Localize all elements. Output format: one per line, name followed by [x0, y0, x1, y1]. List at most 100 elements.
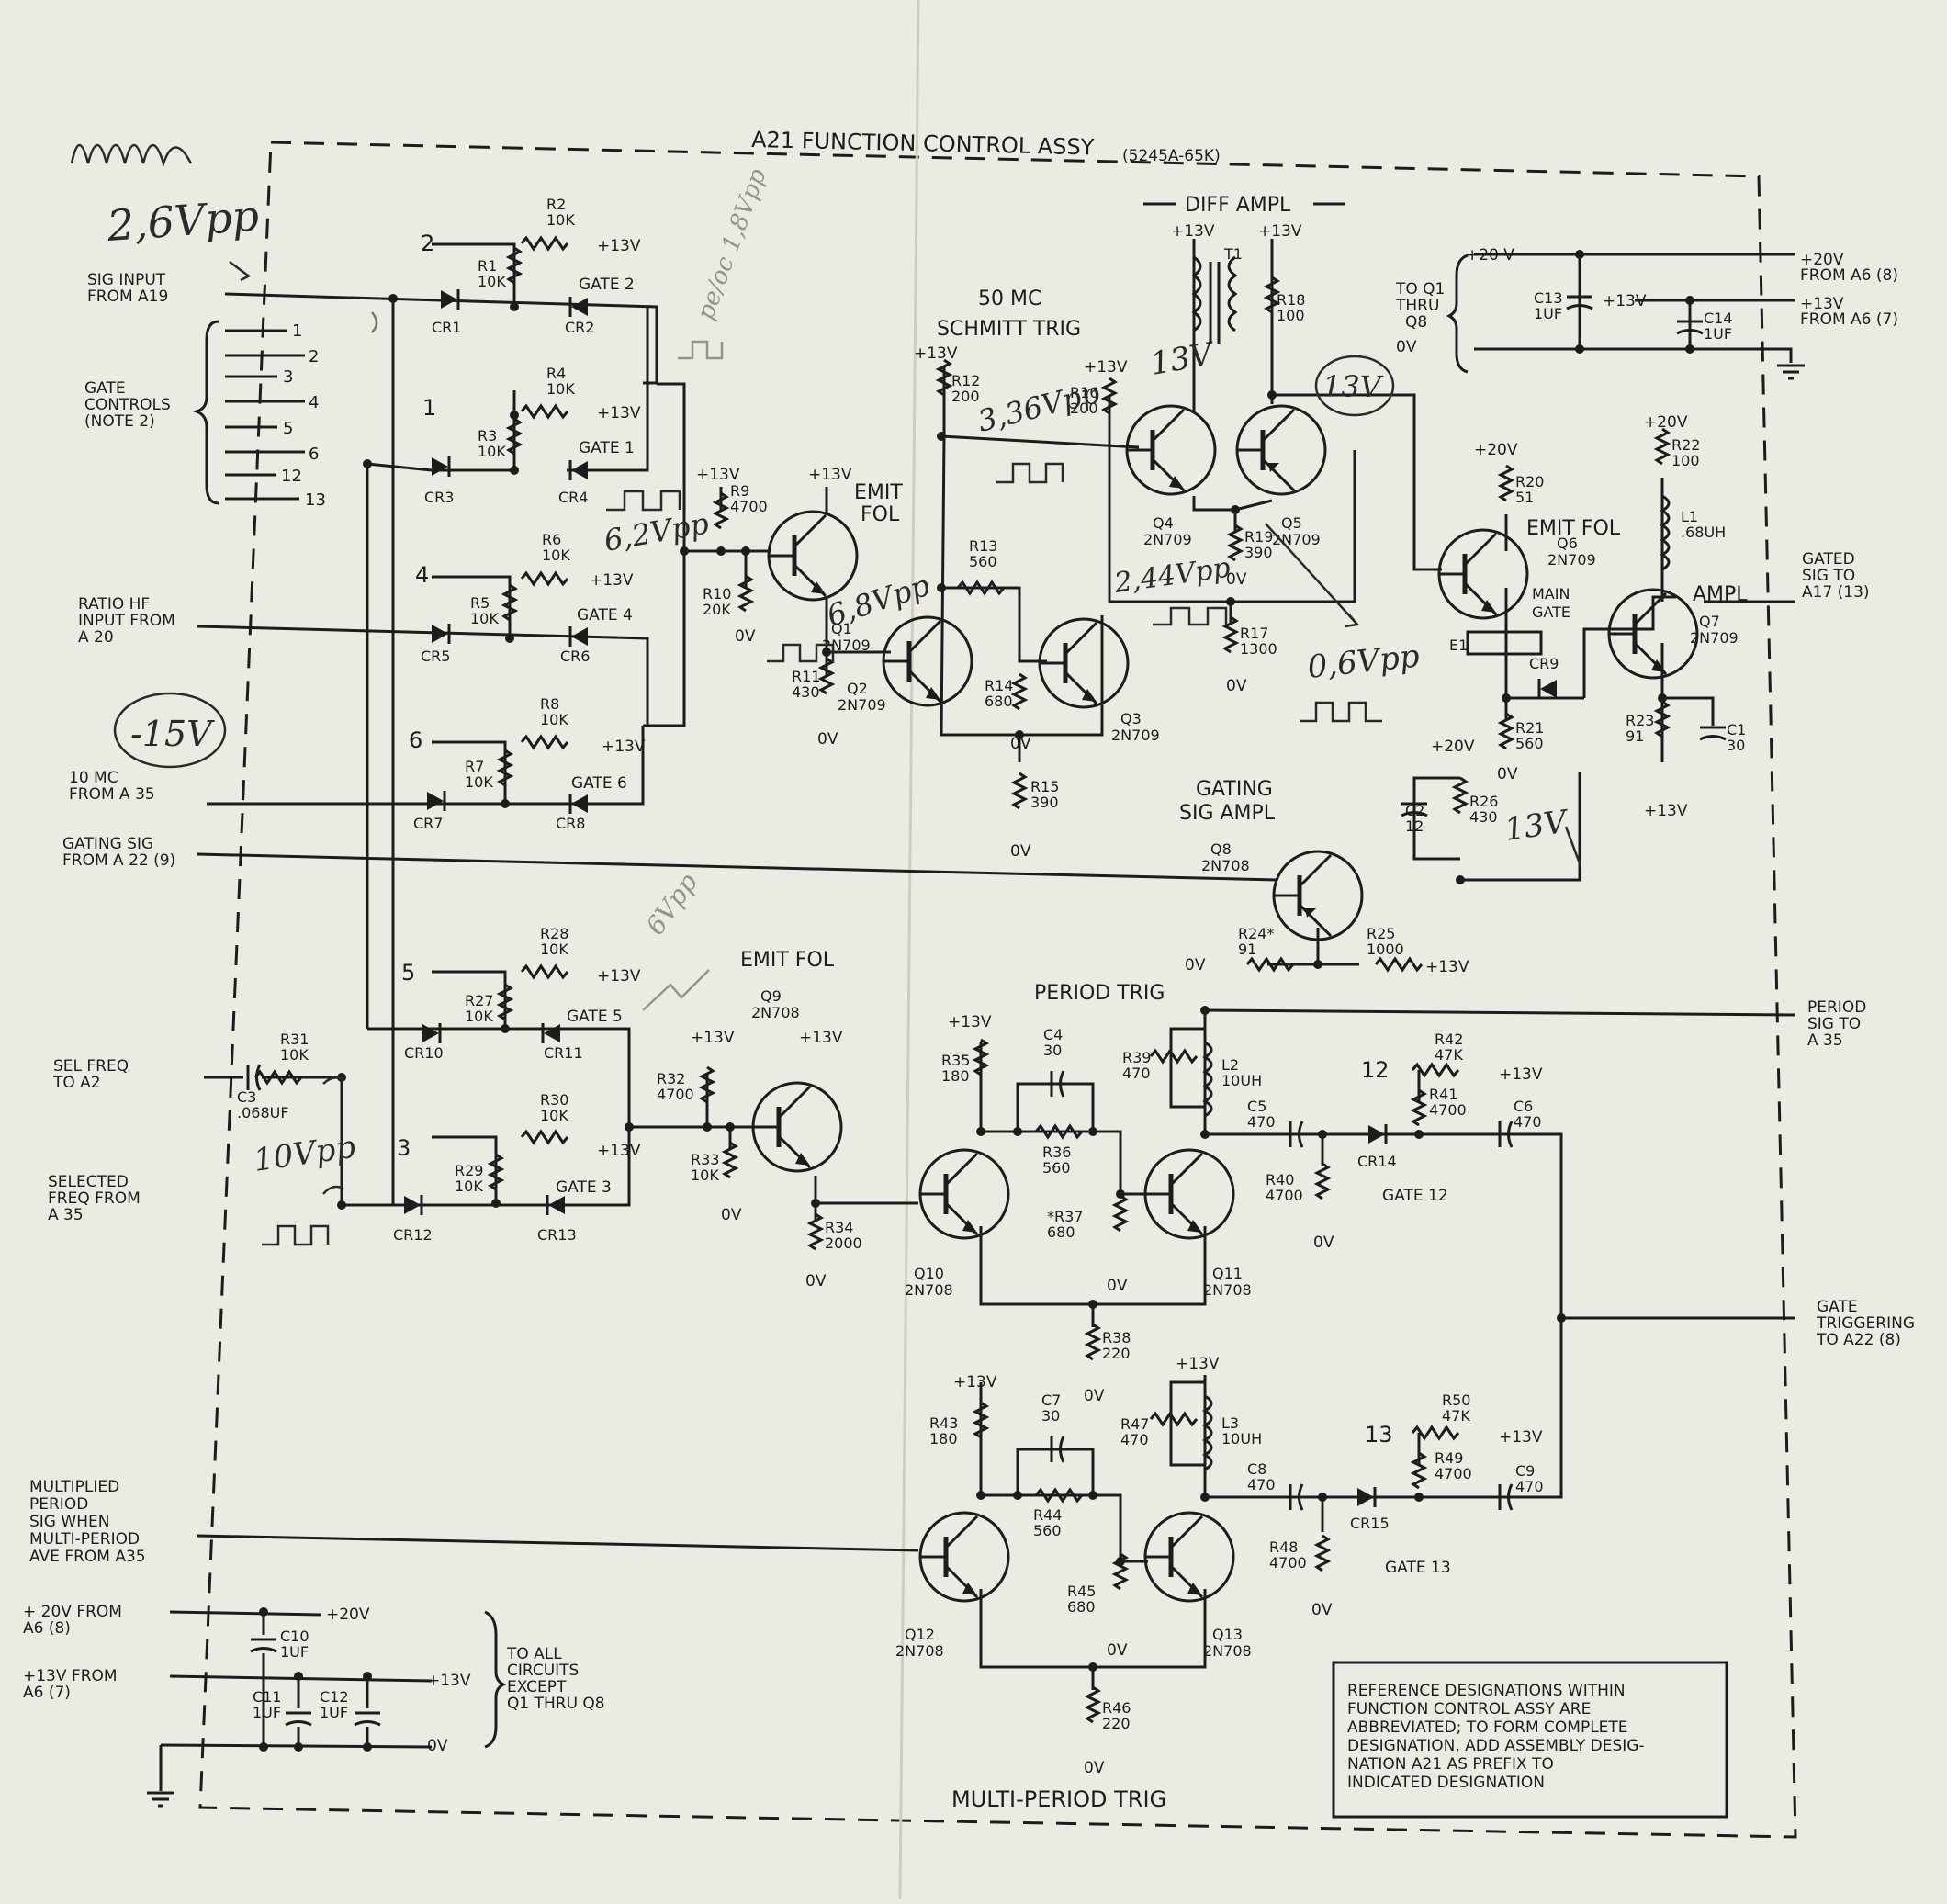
capacitor-value-c8: 470	[1247, 1476, 1276, 1493]
svg-text:+13V FROM: +13V FROM	[23, 1667, 118, 1685]
capacitor-ref-c9: C9	[1515, 1462, 1535, 1480]
annotation-13v-gate: 13V	[1502, 803, 1572, 849]
ferrite-e1	[1466, 630, 1543, 656]
resistor-value-r9: 4700	[730, 498, 768, 515]
resistor-symbols: R110KR210KR310KR410KR510KR610KR710KR810K…	[253, 196, 1700, 1732]
svg-text:6: 6	[309, 445, 319, 464]
resistor-ref-r8: R8	[540, 695, 559, 713]
transistor-type-q2: 2N709	[838, 696, 886, 714]
annotation-13v-q5: 13V	[1322, 369, 1384, 404]
rail-r12: +13V	[914, 344, 958, 363]
svg-text:+ 20V FROM: + 20V FROM	[23, 1603, 122, 1621]
capacitor-symbols: C130C212C3.068UFC430C5470C6470C730C8470C…	[237, 289, 1746, 1727]
svg-text:A6 (7): A6 (7)	[23, 1684, 71, 1702]
svg-text:MULTI-PERIOD: MULTI-PERIOD	[29, 1530, 140, 1549]
resistor-value-r39: 470	[1122, 1065, 1151, 1082]
diode-cr5: CR5	[421, 624, 451, 665]
emit-fol-q1-title: EMIT	[854, 481, 903, 504]
resistor-value-r43: 180	[929, 1430, 958, 1448]
rail-r28: +13V	[597, 967, 641, 986]
sel-freq-label: SEL FREQ TO A2	[52, 1057, 129, 1092]
page-fold	[898, 0, 920, 1900]
svg-text:FROM A19: FROM A19	[87, 287, 168, 306]
resistor-value-r32: 4700	[657, 1086, 694, 1103]
transistor-type-q4: 2N709	[1143, 531, 1192, 548]
diode-cr2: CR2	[565, 297, 594, 336]
resistor-ref-r10: R10	[703, 585, 731, 603]
resistor-ref-r2: R2	[546, 196, 566, 213]
transistor-type-q11: 2N708	[1203, 1281, 1252, 1299]
resistor-value-r24: 91	[1238, 941, 1256, 958]
ov-r14: 0V	[1010, 735, 1031, 753]
resistor-value-r36: 560	[1042, 1159, 1071, 1177]
resistor-value-r6: 10K	[542, 546, 570, 564]
diode-ref-cr3: CR3	[424, 489, 454, 506]
resistor-value-r17: 1300	[1240, 640, 1277, 658]
transistor-ref-q13: Q13	[1212, 1626, 1243, 1643]
resistor-ref-r27: R27	[465, 992, 493, 1009]
resistor-ref-r42: R42	[1435, 1031, 1463, 1048]
annotation-pe-oc: pe/oc 1,8Vpp	[692, 165, 771, 324]
rail-bottom-20: +20V	[326, 1605, 370, 1624]
svg-text:CONTROLS: CONTROLS	[84, 396, 171, 414]
transistor-ref-q3: Q3	[1120, 710, 1142, 727]
svg-text:4: 4	[309, 393, 319, 412]
inductor-ref-l2: L2	[1221, 1056, 1239, 1074]
gate-pin-13: 13	[1365, 1422, 1393, 1448]
svg-text:AVE FROM A35: AVE FROM A35	[29, 1548, 146, 1566]
gate-label-g2: GATE 2	[579, 276, 635, 294]
resistor-value-r49: 4700	[1435, 1465, 1472, 1482]
resistor-value-r40: 4700	[1266, 1187, 1303, 1204]
capacitor-value-c10: 1UF	[280, 1643, 309, 1661]
main-gate-label: MAIN	[1532, 585, 1570, 603]
gate-label-g6: GATE 6	[571, 774, 627, 793]
resistor-ref-r49: R49	[1435, 1449, 1463, 1467]
p13v-input-label: +13V FROM A6 (7)	[23, 1667, 118, 1702]
resistor-value-r46: 220	[1102, 1715, 1131, 1732]
resistor-value-r37: 680	[1047, 1223, 1075, 1241]
diode-ref-cr11: CR11	[544, 1044, 583, 1062]
svg-text:CIRCUITS: CIRCUITS	[507, 1662, 579, 1680]
capacitor-value-c6: 470	[1514, 1113, 1542, 1131]
annotation-circle-15v	[113, 692, 227, 769]
resistor-ref-r44: R44	[1033, 1506, 1062, 1524]
diode-cr6: CR6	[560, 626, 590, 665]
ratio-hf-label: RATIO HF INPUT FROM A 20	[78, 595, 175, 647]
period-sig-output-label: PERIOD SIG TO A 35	[1807, 998, 1866, 1050]
inductor-ref-l1: L1	[1681, 508, 1698, 525]
rail-c14: +13V	[1603, 292, 1647, 310]
reference-note-text: REFERENCE DESIGNATIONS WITHIN FUNCTION C…	[1347, 1682, 1645, 1792]
resistor-ref-r15: R15	[1030, 778, 1059, 795]
resistor-ref-r25: R25	[1367, 925, 1395, 942]
gate-pin-2: 2	[421, 231, 434, 256]
resistor-ref-r7: R7	[465, 758, 484, 775]
svg-text:+13V: +13V	[1800, 295, 1844, 313]
rail-r25: +13V	[1425, 958, 1469, 976]
diode-ref-cr5: CR5	[421, 648, 450, 665]
resistor-value-r3: 10K	[478, 443, 506, 460]
resistor-ref-r17: R17	[1240, 625, 1268, 642]
resistor-ref-r30: R30	[540, 1091, 568, 1109]
resistor-ref-r39: R39	[1122, 1049, 1151, 1066]
assembly-border	[198, 141, 1797, 1839]
resistor-ref-r12: R12	[951, 372, 980, 389]
capacitor-c3: C3.068UF	[237, 1064, 289, 1121]
